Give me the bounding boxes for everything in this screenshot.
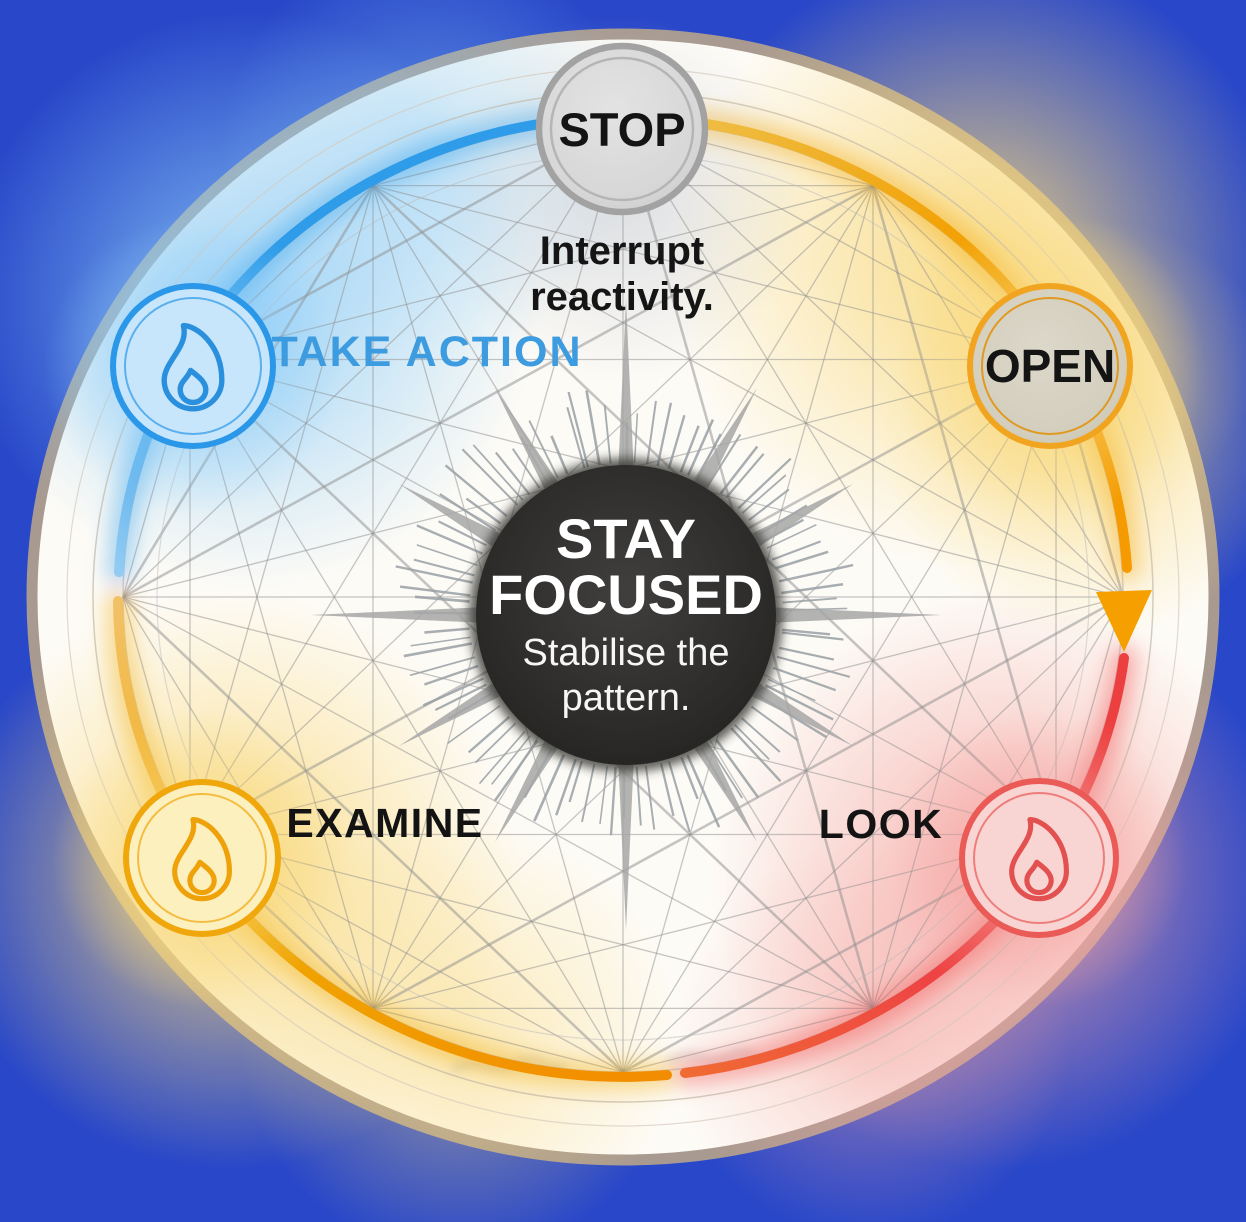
node-take-action (110, 283, 276, 449)
node-examine (123, 779, 281, 937)
take-action-label: TAKE ACTION (271, 328, 582, 376)
flame-icon (1009, 817, 1069, 902)
node-open: OPEN (967, 283, 1133, 449)
flame-icon (172, 817, 232, 902)
stop-caption-line2: reactivity. (530, 275, 714, 319)
center-node: STAY FOCUSED Stabilise the pattern. (469, 458, 783, 772)
open-label: OPEN (985, 340, 1115, 392)
center-title-line2: FOCUSED (489, 563, 763, 626)
look-label: LOOK (819, 801, 943, 847)
examine-label: EXAMINE (286, 800, 483, 846)
node-look (959, 778, 1119, 938)
stop-label: STOP (558, 103, 685, 156)
center-subtitle-line2: pattern. (562, 677, 691, 719)
center-subtitle-line1: Stabilise the (522, 632, 729, 674)
stop-caption-line1: Interrupt (540, 229, 704, 273)
center-title-line1: STAY (556, 507, 696, 570)
flame-icon (161, 322, 225, 412)
arrow-down-icon (1096, 590, 1152, 652)
node-stop: STOP (535, 42, 709, 216)
ray-burst (311, 300, 941, 930)
